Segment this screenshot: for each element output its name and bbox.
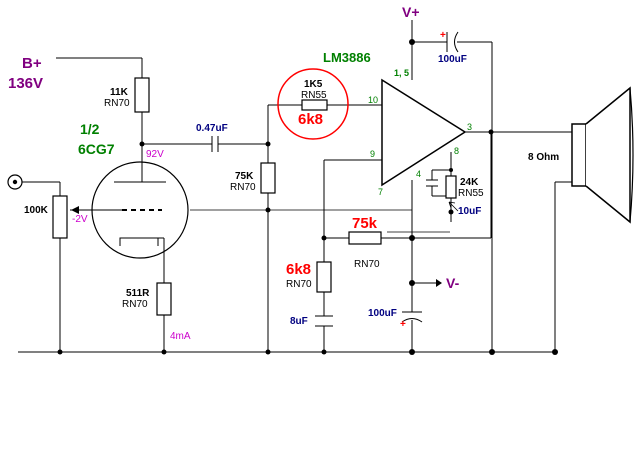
capacitor-coupling-icon: [211, 136, 219, 152]
c-vplus-value: 100uF: [438, 54, 467, 65]
pin-9: 9: [370, 149, 375, 159]
r-bias-type: RN70: [230, 182, 256, 193]
capacitor-vminus-icon: +: [400, 311, 423, 330]
c-couple-value: 0.47uF: [196, 123, 228, 134]
resistor-plate: [134, 77, 150, 113]
resistor-feedback: [348, 231, 382, 245]
mute-arrow-icon: [448, 201, 459, 212]
chip-name: LM3886: [323, 50, 371, 65]
input-jack-icon: [7, 174, 23, 190]
resistor-grid-input: [52, 195, 68, 239]
r-feedback-type: RN70: [354, 259, 380, 270]
speaker-label: 8 Ohm: [528, 152, 559, 163]
tube-label-line2: 6CG7: [78, 141, 115, 157]
resistor-bias: [260, 162, 276, 194]
speaker-icon: [571, 86, 634, 224]
r-input-new-value: 6k8: [298, 111, 323, 128]
r-cathode-type: RN70: [122, 299, 148, 310]
pin-1-5: 1, 5: [394, 68, 409, 78]
r-input-type: RN55: [301, 90, 327, 101]
r-grid-in-value: 100K: [24, 205, 49, 216]
capacitor-shunt-icon: [315, 315, 333, 327]
junction-dots: [57, 39, 558, 355]
r-mute-type: RN55: [458, 188, 484, 199]
r-feedback-value: 75k: [352, 215, 378, 232]
c-mute-value: 10uF: [458, 206, 481, 217]
pin-7: 7: [378, 187, 383, 197]
r-input-value: 1K5: [304, 79, 323, 90]
cathode-current: 4mA: [170, 331, 191, 342]
modification-highlight: [277, 68, 349, 140]
op-amp-chip-icon: [381, 78, 467, 187]
resistor-mute: [445, 175, 457, 199]
c-shunt-value: 8uF: [290, 316, 308, 327]
r-cathode-value: 511R: [126, 288, 150, 299]
capacitor-mute-icon: [426, 179, 438, 187]
wiring: [18, 20, 578, 353]
r-plate-value: 11K: [110, 87, 129, 98]
pin-8: 8: [454, 146, 459, 156]
capacitor-vplus-icon: +: [440, 30, 459, 53]
r-plate-type: RN70: [104, 98, 130, 109]
r-shunt-value: 6k8: [286, 261, 311, 278]
labels: B+ 136V 1/2 6CG7 92V -2V 4mA 11K RN70 0.…: [8, 4, 559, 342]
r-bias-value: 75K: [235, 171, 254, 182]
plate-voltage: 92V: [146, 149, 164, 160]
tube-label-line1: 1/2: [80, 121, 100, 137]
svg-text:+: +: [400, 319, 406, 330]
pin-3: 3: [467, 122, 472, 132]
r-mute-value: 24K: [460, 177, 479, 188]
supply-voltage: 136V: [8, 75, 43, 92]
resistor-shunt: [316, 261, 332, 293]
resistor-input: [301, 99, 328, 111]
wiper-arrow-icon: [71, 206, 79, 214]
pin-10: 10: [368, 95, 378, 105]
vacuum-tube-icon: [91, 161, 189, 259]
resistor-cathode: [156, 282, 172, 316]
svg-text:+: +: [440, 30, 446, 41]
c-vminus-value: 100uF: [368, 308, 397, 319]
rail-neg-label: V-: [446, 275, 460, 291]
supply-label: B+: [22, 55, 42, 72]
v-minus-arrow-icon: [436, 279, 442, 287]
pin-4: 4: [416, 169, 421, 179]
r-shunt-type: RN70: [286, 279, 312, 290]
grid-bias: -2V: [72, 214, 88, 225]
rail-pos-label: V+: [402, 4, 420, 20]
